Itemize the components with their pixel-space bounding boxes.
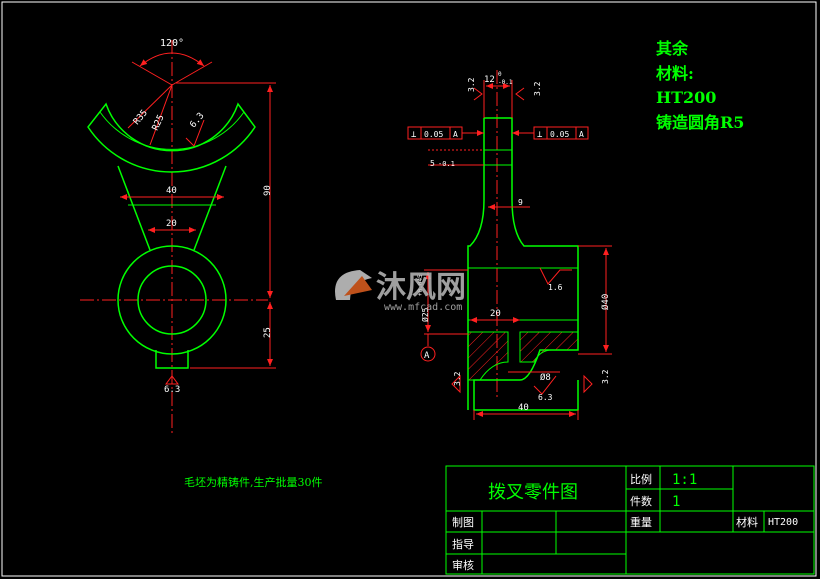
guide-label: 指导 — [452, 537, 474, 551]
rough-mid-symbol — [539, 267, 572, 285]
rough-slot-right: 3.2 — [533, 81, 542, 96]
rough-hole-symbol — [533, 375, 557, 395]
fcf-left: ⊥ 0.05 A — [407, 126, 484, 140]
arm-left-edge — [117, 165, 151, 251]
drawing-name: 拨叉零件图 — [488, 482, 578, 503]
rough-lower-right-symbol — [583, 374, 593, 394]
angle-label: 120° — [160, 38, 184, 49]
section-hatch-right — [519, 331, 579, 363]
section-hatch-left — [467, 331, 509, 381]
angle-arc — [139, 52, 205, 67]
rough-slot-left-symbol — [473, 87, 483, 101]
arm-right-edge — [193, 165, 227, 251]
material-label: 材料 — [736, 515, 758, 529]
watermark-logo-icon — [335, 270, 372, 300]
dim-slot-tol-lower: -0.1 — [498, 79, 513, 86]
dim-step-label: 5 — [430, 159, 435, 168]
roughness-symbol-bottom — [165, 375, 179, 385]
angle-leg-left — [131, 61, 173, 86]
note-line-1: 其余 — [656, 39, 689, 58]
fork-outer — [87, 102, 256, 173]
fcf-right-tolerance: 0.05 — [550, 130, 569, 139]
dim-neck-label: 9 — [518, 198, 523, 207]
rough-lower-right: 3.2 — [601, 369, 610, 384]
rough-lower-left-symbol — [451, 374, 461, 394]
note-line-2: 材料: — [656, 64, 694, 83]
fcf-left-symbol: ⊥ — [411, 130, 417, 140]
dim-width-top-label: 40 — [166, 186, 177, 196]
left-view: 120° R35 R25 6.3 40 20 6.3 90 25 — [80, 38, 276, 436]
dim-inner-label: Ø25 — [420, 307, 430, 322]
fcf-right: ⊥ 0.05 A — [512, 126, 589, 140]
dim-inner-tol: +0.045 — [417, 274, 424, 296]
weight-label: 重量 — [630, 515, 652, 529]
roughness-symbol-1 — [185, 119, 205, 147]
dim-depth-label: 20 — [490, 309, 501, 319]
radius-leader-2 — [149, 84, 173, 146]
fcf-right-symbol: ⊥ — [537, 130, 543, 140]
datum-circle — [420, 346, 436, 362]
watermark: 沐风网 www.mfcad.com — [335, 270, 466, 313]
draw-label: 制图 — [452, 516, 474, 529]
radius-label-2: R25 — [151, 113, 167, 132]
review-label: 审核 — [452, 558, 474, 572]
watermark-url: www.mfcad.com — [384, 302, 462, 313]
dim-step-tol: -0.1 — [438, 160, 455, 168]
title-block — [445, 465, 815, 575]
rough-lower-left: 3.2 — [453, 371, 462, 386]
qty-value: 1 — [672, 494, 680, 510]
roughness-label-bottom: 6.3 — [164, 385, 180, 395]
notes: 其余 材料: HT200 铸造圆角R5 — [656, 39, 744, 132]
dim-width-neck-label: 20 — [166, 219, 177, 229]
scale-label: 比例 — [630, 472, 652, 486]
fork-inner-arc — [99, 111, 245, 150]
angle-leg-right — [171, 61, 213, 86]
hub-outer-circle — [117, 245, 227, 355]
fcf-right-datum: A — [579, 130, 584, 139]
right-view: 12 0 -0.1 3.2 3.2 ⊥ 0.05 A ⊥ 0.05 A — [407, 70, 612, 420]
dim-height-low-label: 25 — [263, 327, 273, 338]
qty-label: 件数 — [630, 495, 652, 508]
right-part-outline-left — [467, 118, 485, 410]
fcf-left-tolerance: 0.05 — [424, 130, 443, 139]
radius-label-1: R35 — [132, 108, 150, 127]
dim-slot-width-label: 12 — [484, 75, 495, 85]
rough-slot-right-symbol — [515, 87, 525, 101]
note-line-3: HT200 — [656, 88, 716, 107]
footnote: 毛坯为精铸件,生产批量30件 — [184, 475, 323, 489]
scale-value: 1:1 — [672, 472, 697, 488]
note-line-4: 铸造圆角R5 — [656, 113, 744, 132]
rough-slot-left: 3.2 — [467, 77, 476, 92]
dim-hole-label: Ø8 — [540, 372, 551, 383]
dim-height-total-label: 90 — [263, 185, 273, 196]
rough-mid-label: 1.6 — [548, 283, 563, 292]
radius-leader-1 — [127, 84, 173, 129]
datum-label: A — [424, 351, 430, 361]
hub-inner-circle — [137, 265, 207, 335]
fcf-left-datum: A — [453, 130, 458, 139]
hub-bottom-boss — [155, 350, 189, 369]
watermark-brand: 沐风网 — [376, 270, 466, 305]
dim-bore-label: Ø40 — [600, 294, 611, 310]
dim-base-width-label: 40 — [518, 403, 529, 413]
rough-hole-label: 6.3 — [538, 393, 553, 402]
title-block-text: 拨叉零件图 比例 1:1 件数 1 制图 重量 材料 HT200 指导 审核 — [452, 472, 798, 572]
dim-slot-tol-upper: 0 — [498, 71, 502, 78]
material-value: HT200 — [768, 517, 798, 528]
